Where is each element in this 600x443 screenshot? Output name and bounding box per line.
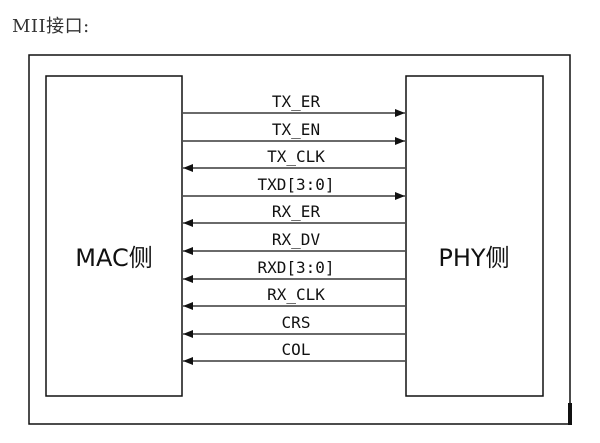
diagram-caption: MII接口: — [12, 16, 90, 37]
signal-label-rx-dv: RX_DV — [272, 230, 321, 249]
signal-label-tx-clk: TX_CLK — [267, 147, 325, 166]
outer-frame — [28, 54, 571, 425]
phy-block — [405, 75, 544, 397]
signal-label-tx-en: TX_EN — [272, 120, 320, 139]
signal-label-txd-3-0: TXD[3:0] — [257, 175, 334, 194]
signal-label-tx-er: TX_ER — [272, 92, 321, 111]
signal-lines: TX_ER TX_EN TX_CLK TXD[3:0] RX_ER RX_DV RXD[3:… — [183, 92, 405, 365]
signal-label-col: COL — [282, 340, 311, 359]
mac-block — [45, 75, 183, 397]
frame-corner-mark — [568, 403, 572, 425]
phy-block-label: PHY侧 — [438, 244, 509, 272]
signal-label-rx-er: RX_ER — [272, 202, 321, 221]
mac-block-label: MAC侧 — [75, 244, 152, 272]
signal-label-crs: CRS — [282, 313, 311, 332]
signal-label-rx-clk: RX_CLK — [267, 285, 325, 304]
signal-label-rxd-3-0: RXD[3:0] — [257, 258, 334, 277]
